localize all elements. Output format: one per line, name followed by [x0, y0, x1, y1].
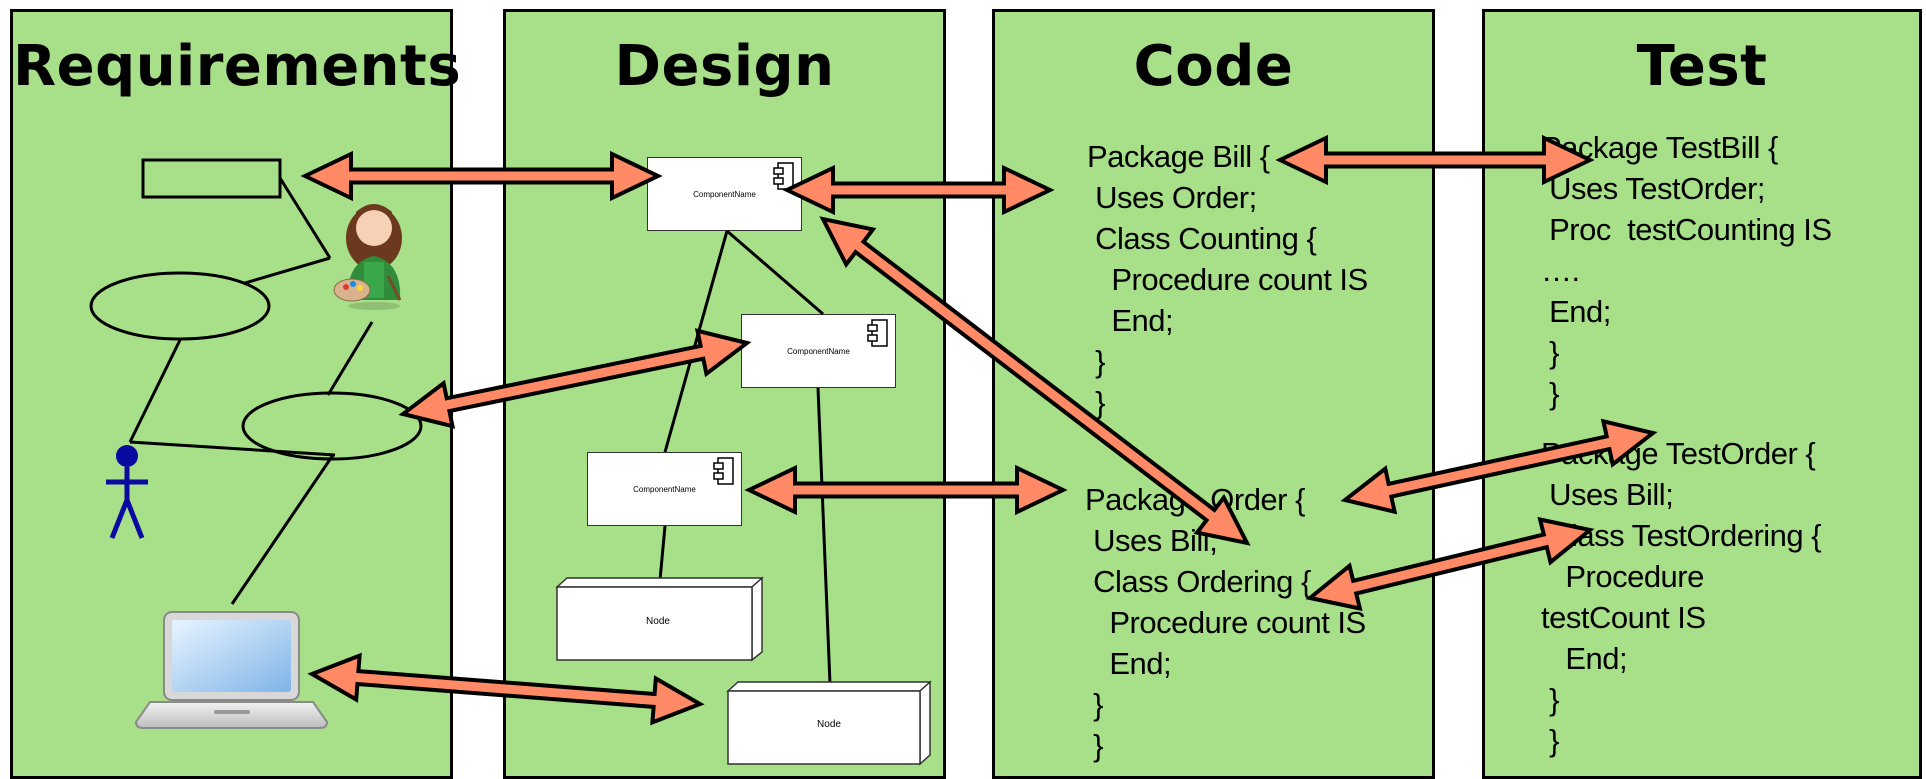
test-package-testbill: Package TestBill { Uses TestOrder; Proc …: [1541, 130, 1832, 411]
code-package-order: Package Order { Uses Bill; Class Orderin…: [1085, 482, 1366, 763]
component-name-3: ComponentName: [633, 485, 696, 495]
component-icon: [773, 162, 794, 190]
test-package-testorder: Package TestOrder { Uses Bill; Class Tes…: [1541, 436, 1822, 758]
design-title: Design: [614, 34, 835, 99]
component-name-1: ComponentName: [693, 190, 756, 200]
requirements-column: Requirements: [10, 9, 462, 779]
requirements-title: Requirements: [13, 34, 462, 99]
component-box-3: ComponentName: [587, 452, 742, 526]
test-title: Test: [1636, 34, 1768, 99]
component-icon: [713, 457, 734, 485]
component-name-2: ComponentName: [787, 347, 850, 357]
code-package-bill: Package Bill { Uses Order; Class Countin…: [1087, 139, 1368, 420]
component-icon: [867, 319, 888, 347]
component-box-1: ComponentName: [647, 157, 802, 231]
code-title: Code: [1133, 34, 1294, 99]
design-column: Design: [503, 9, 946, 779]
component-box-2: ComponentName: [741, 314, 896, 388]
